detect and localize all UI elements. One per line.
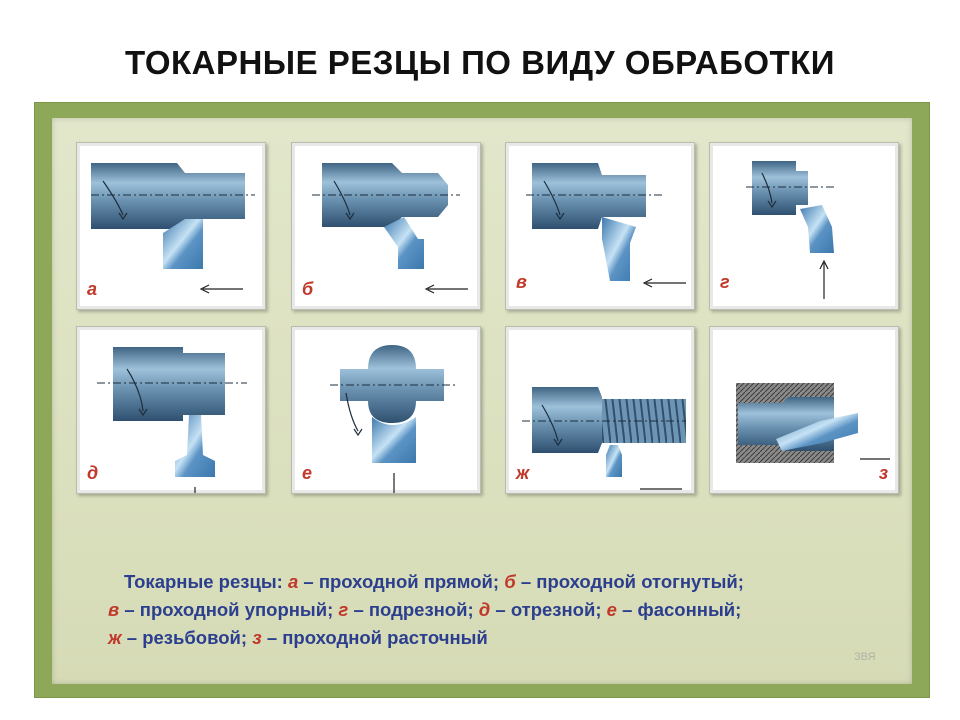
panel-letter: г bbox=[720, 272, 730, 292]
panel-letter: а bbox=[87, 279, 98, 299]
panel-letter: б bbox=[302, 279, 314, 299]
panel-v: в bbox=[505, 142, 695, 310]
panel-d: д bbox=[76, 326, 266, 494]
diagram-a bbox=[91, 163, 255, 294]
panel-letter: е bbox=[302, 463, 313, 483]
watermark: ЗВЯ bbox=[854, 651, 876, 663]
panel-b: б bbox=[291, 142, 481, 310]
diagram-g bbox=[746, 161, 834, 299]
diagram-v bbox=[526, 163, 686, 288]
caption-line-2: в – проходной упорный; г – подрезной; д … bbox=[108, 599, 742, 620]
panel-a: а bbox=[76, 142, 266, 310]
panel-letter: в bbox=[516, 272, 527, 292]
caption-line-1: Токарные резцы: а – проходной прямой; б … bbox=[124, 571, 744, 592]
panel-letter: д bbox=[87, 463, 99, 483]
panel-g: г bbox=[709, 142, 899, 310]
diagram-z bbox=[736, 383, 890, 463]
page-title: ТОКАРНЫЕ РЕЗЦЫ ПО ВИДУ ОБРАБОТКИ bbox=[124, 44, 836, 81]
caption-prefix: Токарные резцы: bbox=[124, 571, 283, 592]
caption-line-3: ж – резьбовой; з – проходной расточный bbox=[108, 627, 488, 648]
panel-zh: ж bbox=[505, 326, 695, 494]
panel-letter: ж bbox=[516, 463, 530, 483]
diagram-zh bbox=[522, 387, 686, 490]
panel-letter: з bbox=[878, 463, 888, 483]
diagram-e bbox=[330, 345, 456, 493]
panel-e: е bbox=[291, 326, 481, 494]
diagram-b bbox=[312, 163, 468, 294]
diagram-d bbox=[97, 347, 247, 493]
panel-z: з bbox=[709, 326, 899, 494]
